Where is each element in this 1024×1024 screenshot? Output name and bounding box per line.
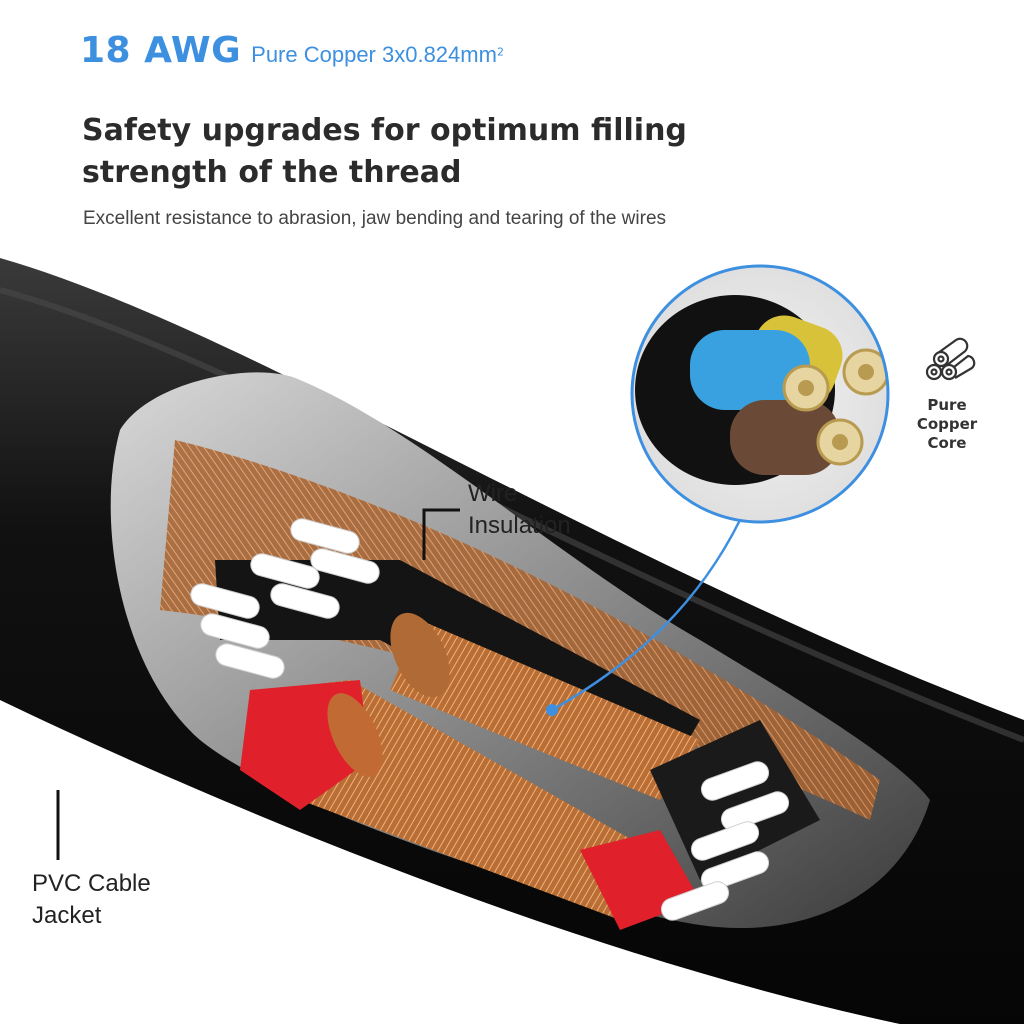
- wire-insulation-line-2: Insulation: [468, 512, 571, 539]
- right-strands: [650, 720, 820, 921]
- subtext: Excellent resistance to abrasion, jaw be…: [83, 208, 667, 229]
- spec-label: Pure Copper 3x0.824mm: [251, 42, 497, 67]
- wire-insulation-label: Wire Insulation: [468, 478, 571, 542]
- magnifier-bubble: [630, 264, 890, 524]
- pvc-jacket-label: PVC Cable Jacket: [32, 868, 151, 932]
- copper-core-line-1: Pure: [927, 396, 967, 414]
- wire-bundle-icon: [925, 337, 976, 381]
- lower-conductor: [240, 680, 700, 930]
- pvc-jacket-line-2: Jacket: [32, 902, 102, 929]
- copper-core-line-2: Copper: [916, 415, 978, 433]
- pointer-dot: [546, 704, 558, 716]
- magnifier-pointer: [551, 519, 742, 712]
- copper-core-line-3: Core: [927, 434, 967, 452]
- copper-core-label: Pure Copper Core: [912, 396, 982, 453]
- wire-insulation-line-1: Wire: [468, 480, 518, 507]
- blue-wire: [690, 330, 810, 410]
- spec-superscript: 2: [496, 45, 504, 59]
- spec-heading: 18 AWG Pure Copper 3x0.824mm2: [80, 30, 504, 71]
- wire-insulation-leader: [422, 508, 460, 560]
- brown-wire: [730, 400, 840, 475]
- headline: Safety upgrades for optimum filling stre…: [82, 113, 687, 190]
- upper-conductor: [190, 518, 700, 800]
- gauge-label: 18 AWG: [80, 30, 242, 71]
- pvc-jacket-line-1: PVC Cable: [32, 870, 151, 897]
